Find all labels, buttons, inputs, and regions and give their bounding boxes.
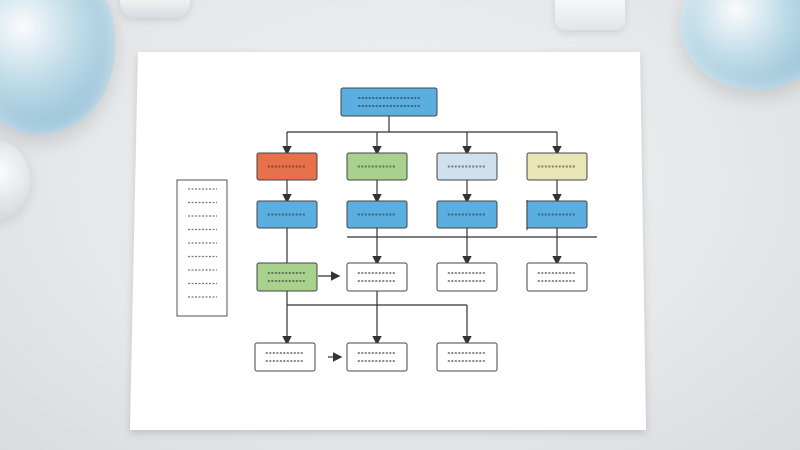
legend-box — [176, 179, 228, 317]
flowchart-box-r4c2 — [346, 342, 408, 372]
flowchart-box-r2c3 — [436, 200, 498, 229]
flowchart-box-r2c4 — [526, 200, 588, 229]
flowchart-box-r3c3 — [436, 262, 498, 292]
flowchart-box-r2c1 — [256, 200, 318, 229]
flowchart-box-r1c4 — [526, 152, 588, 181]
flowchart-box-r4c1 — [254, 342, 316, 372]
flowchart-box-r1c2 — [346, 152, 408, 181]
flowchart-box-r3c1 — [256, 262, 318, 292]
flowchart-box-r4c3 — [436, 342, 498, 372]
flowchart-box-r3c4 — [526, 262, 588, 292]
plastic-tray — [555, 0, 625, 30]
flowchart-box-root — [340, 87, 438, 117]
flowchart-box-r1c1 — [256, 152, 318, 181]
test-tube-top — [120, 0, 190, 18]
flowchart-box-r1c3 — [436, 152, 498, 181]
flowchart-box-r3c2 — [346, 262, 408, 292]
flowchart-box-r2c2 — [346, 200, 408, 229]
paper-sheet — [130, 52, 646, 430]
